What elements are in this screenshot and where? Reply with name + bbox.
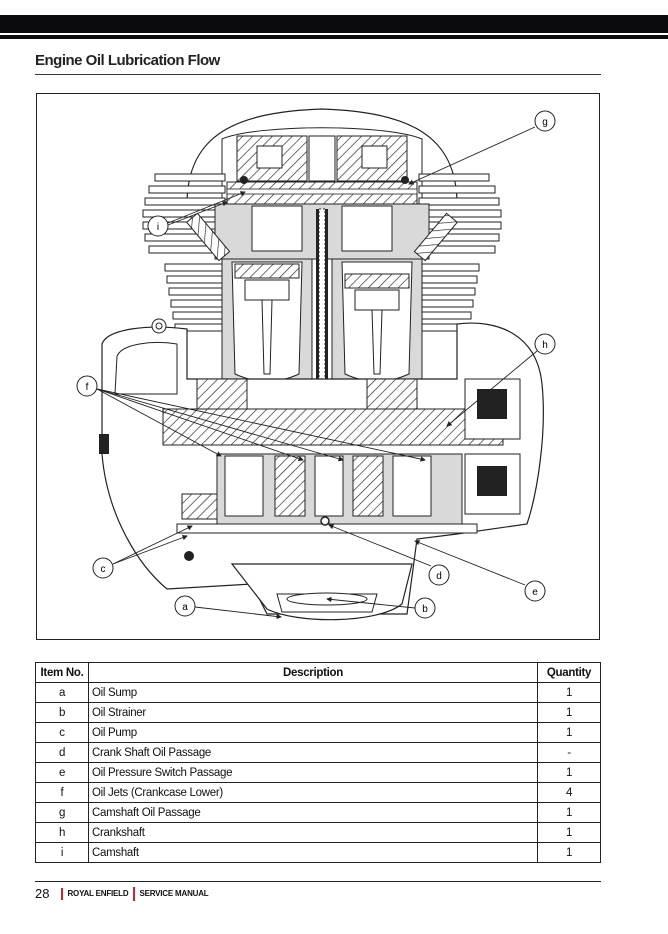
svg-text:i: i	[157, 222, 159, 233]
cell-description: Oil Pump	[88, 722, 538, 743]
callout-b: b	[414, 597, 436, 619]
callout-h: h	[534, 333, 556, 355]
cell-description: Crankshaft	[88, 822, 538, 843]
header-rule	[0, 35, 668, 39]
cell-quantity: 1	[537, 762, 601, 783]
footer-divider	[61, 887, 64, 900]
cell-item: h	[35, 822, 89, 843]
callout-a: a	[174, 595, 196, 617]
cell-quantity: 1	[537, 822, 601, 843]
callout-g: g	[534, 110, 556, 132]
cell-item: i	[35, 842, 89, 863]
cylinder-fins-left	[142, 173, 226, 332]
svg-text:c: c	[101, 564, 106, 575]
engine-cross-section: g i h f c d e a b	[76, 108, 556, 621]
cell-description: Oil Strainer	[88, 702, 538, 723]
svg-text:f: f	[86, 382, 89, 393]
cell-description: Oil Sump	[88, 682, 538, 703]
cell-description: Crank Shaft Oil Passage	[88, 742, 538, 763]
header-quantity: Quantity	[537, 662, 601, 683]
cell-quantity: 4	[537, 782, 601, 803]
cell-item: c	[35, 722, 89, 743]
callout-e: e	[524, 580, 546, 602]
page-number: 28	[35, 886, 50, 901]
cell-quantity: 1	[537, 802, 601, 823]
cell-quantity: 1	[537, 842, 601, 863]
cell-item: d	[35, 742, 89, 763]
header-bar	[0, 15, 668, 33]
manual-name: SERVICE MANUAL	[139, 889, 209, 898]
brand-name: ROYAL ENFIELD	[67, 889, 129, 898]
cylinder-fins-right	[418, 173, 502, 332]
cell-item: f	[35, 782, 89, 803]
cell-description: Camshaft	[88, 842, 538, 863]
svg-text:d: d	[436, 571, 442, 582]
cell-description: Oil Pressure Switch Passage	[88, 762, 538, 783]
callout-c: c	[92, 557, 114, 579]
svg-text:e: e	[532, 587, 538, 598]
cell-quantity: 1	[537, 722, 601, 743]
callout-f: f	[76, 375, 98, 397]
page-footer: 28 ROYAL ENFIELD SERVICE MANUAL	[35, 886, 209, 901]
cell-quantity: 1	[537, 682, 601, 703]
svg-text:a: a	[182, 602, 188, 613]
header-description: Description	[88, 662, 538, 683]
svg-text:h: h	[542, 340, 548, 351]
title-underline	[35, 74, 601, 75]
cell-description: Oil Jets (Crankcase Lower)	[88, 782, 538, 803]
table-header-row: Item No. Description Quantity	[35, 662, 601, 683]
cell-item: a	[35, 682, 89, 703]
svg-text:g: g	[542, 117, 548, 128]
footer-divider	[133, 886, 136, 901]
cell-item: b	[35, 702, 89, 723]
crankshaft	[162, 408, 504, 446]
header-item-no: Item No.	[35, 662, 89, 683]
engine-diagram: g i h f c d e a b	[36, 93, 600, 640]
cell-item: g	[35, 802, 89, 823]
svg-text:b: b	[422, 604, 428, 615]
cell-item: e	[35, 762, 89, 783]
cell-description: Camshaft Oil Passage	[88, 802, 538, 823]
footer-rule	[35, 881, 601, 882]
cell-quantity: -	[537, 742, 601, 763]
callout-i: i	[147, 215, 169, 237]
leader-lines	[96, 126, 538, 620]
page-title: Engine Oil Lubrication Flow	[35, 52, 220, 69]
callout-d: d	[428, 564, 450, 586]
cell-quantity: 1	[537, 702, 601, 723]
